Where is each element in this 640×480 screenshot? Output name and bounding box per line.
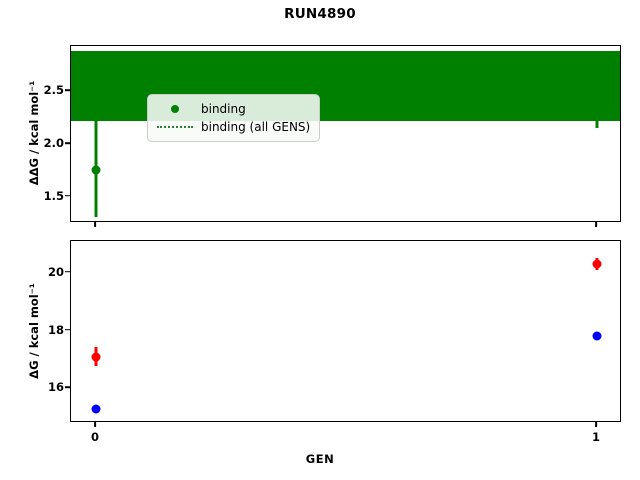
legend-label-binding-all-gens: binding (all GENS) [201,120,311,134]
ytick-mark [65,89,70,92]
xtick-mark [94,222,96,227]
ytick-mark [65,386,70,389]
datapoint-complex[interactable] [91,352,101,362]
yaxis-label-top: ΔΔG / kcal mol⁻¹ [27,80,41,186]
marker-dot-icon [155,105,195,113]
xtick-label: 1 [591,430,600,444]
ytick-label: 2.5 [43,83,64,98]
ytick-mark [65,194,70,197]
datapoint-solvent[interactable] [91,404,101,414]
ytick-label: 18 [47,322,64,337]
figure-title: RUN4890 [284,6,356,22]
ytick-mark [65,270,70,273]
yaxis-ticks-bottom: 20 18 16 [38,240,70,422]
xtick-mark [94,422,96,427]
legend-item-binding-all-gens[interactable]: binding (all GENS) [155,118,310,136]
datapoint-solvent[interactable] [592,331,602,341]
ytick-mark [65,142,70,144]
ytick-label: 2.0 [43,135,64,150]
datapoint-binding[interactable] [91,165,101,175]
dotted-line-icon [155,126,195,128]
xtick-mark [595,422,597,427]
ytick-mark [65,328,70,331]
legend-binding[interactable]: binding binding (all GENS) [147,94,321,142]
axes-binding-panel: binding binding (all GENS) [70,45,621,222]
datapoint-complex[interactable] [592,259,602,269]
ytick-label: 16 [47,380,64,395]
xtick-label: 0 [91,430,100,444]
legend-label-binding: binding [201,102,246,116]
yaxis-ticks-top: 2.5 2.0 1.5 [38,45,70,222]
axes-absolute-panel: solvent complex [70,240,621,422]
xaxis-label: GEN [305,452,335,466]
xtick-mark [595,222,597,227]
yaxis-label-bottom: ΔG / kcal mol⁻¹ [27,283,41,379]
ytick-label: 1.5 [43,188,64,203]
legend-item-binding[interactable]: binding [155,100,310,118]
ytick-label: 20 [47,264,64,279]
